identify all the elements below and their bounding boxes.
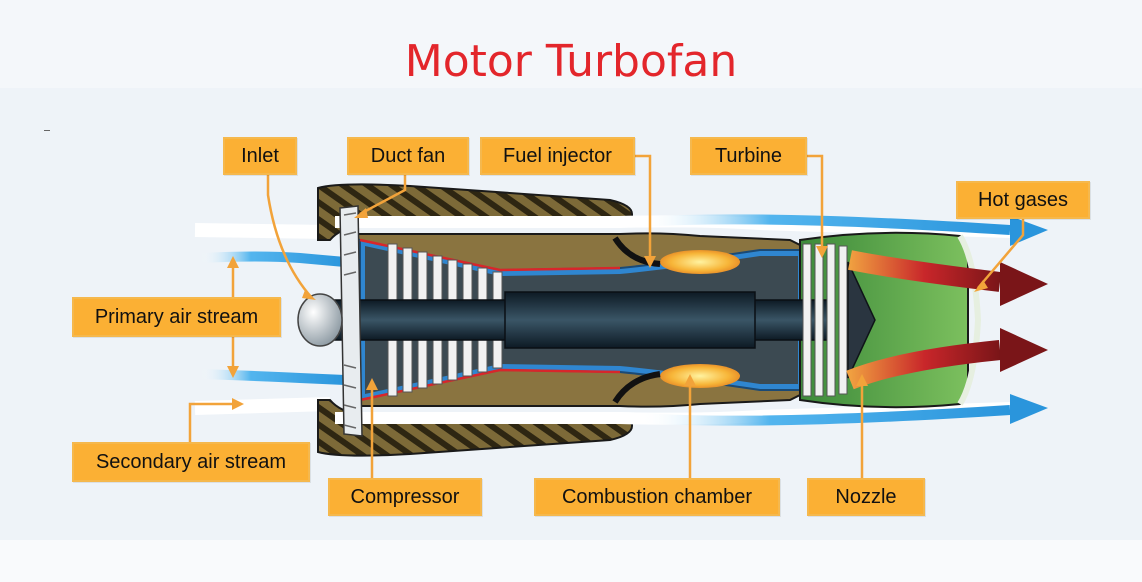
turbine-blades xyxy=(802,243,848,397)
combustion-flames xyxy=(612,236,740,404)
secondary-air-intake-streams xyxy=(194,223,331,415)
inlet-spinner xyxy=(297,293,343,347)
label-nozzle: Nozzle xyxy=(807,478,925,516)
tail-cone xyxy=(847,261,876,379)
background-band-lower xyxy=(0,540,1142,582)
diagram-title: Motor Turbofan xyxy=(404,36,738,87)
primary-air-intake-streams xyxy=(199,251,346,385)
label-primary-air-stream: Primary air stream xyxy=(72,297,281,337)
label-compressor: Compressor xyxy=(328,478,482,516)
duct-fan xyxy=(339,205,363,437)
leader-lines xyxy=(188,154,1025,478)
label-fuel-injector: Fuel injector xyxy=(480,137,635,175)
label-hot-gases: Hot gases xyxy=(956,181,1090,219)
outer-casing xyxy=(317,183,633,457)
label-turbine: Turbine xyxy=(690,137,807,175)
label-combustion-chamber: Combustion chamber xyxy=(534,478,780,516)
stray-dash xyxy=(44,130,50,131)
main-shaft xyxy=(329,291,831,349)
label-secondary-air-stream: Secondary air stream xyxy=(72,442,310,482)
label-inlet: Inlet xyxy=(223,137,297,175)
label-duct-fan: Duct fan xyxy=(347,137,469,175)
